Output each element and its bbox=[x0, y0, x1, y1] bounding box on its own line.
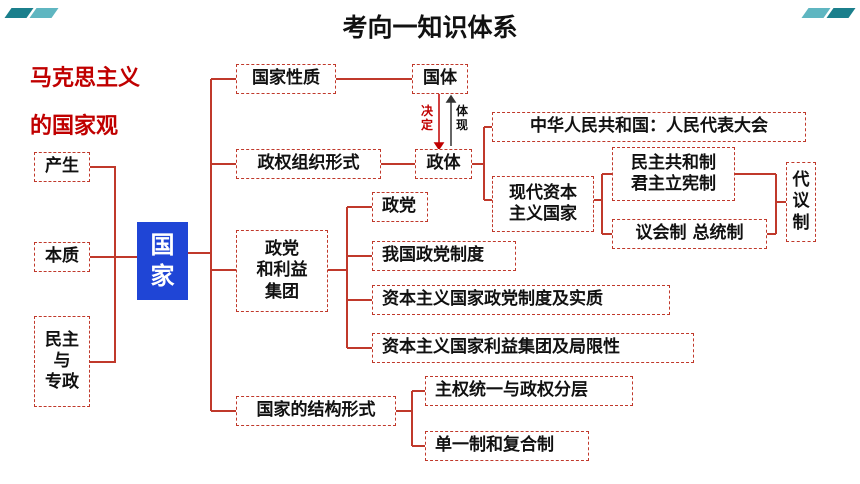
box-structure-item-1: 主权统一与政权分层 bbox=[425, 376, 633, 406]
minzhu-line-1: 民主 bbox=[45, 329, 79, 350]
box-party-item-3: 资本主义国家政党制度及实质 bbox=[372, 285, 670, 315]
center-guojia: 国 家 bbox=[137, 222, 188, 300]
box-guoti: 国体 bbox=[412, 64, 468, 94]
gonghe-line-1: 民主共和制 bbox=[631, 152, 716, 173]
center-char-2: 家 bbox=[150, 262, 175, 290]
daiyi-char-1: 代 bbox=[792, 170, 810, 191]
xiandai-line-2: 主义国家 bbox=[509, 204, 577, 224]
jueding-char-2: 定 bbox=[421, 118, 434, 133]
box-party-item-4: 资本主义国家利益集团及局限性 bbox=[372, 333, 694, 363]
box-structure-item-2: 单一制和复合制 bbox=[425, 431, 589, 461]
box-jiegou-xingshi: 国家的结构形式 bbox=[236, 396, 396, 426]
zhengdang-line-2: 和利益 bbox=[256, 260, 308, 281]
minzhu-line-3: 专政 bbox=[45, 372, 79, 393]
xiandai-line-1: 现代资本 bbox=[509, 182, 577, 203]
box-xiandai-ziben: 现代资本 主义国家 bbox=[492, 176, 594, 232]
label-jueding: 决 定 bbox=[421, 104, 433, 133]
zhengdang-line-1: 政党 bbox=[265, 239, 299, 260]
box-benzhi: 本质 bbox=[34, 242, 90, 272]
box-zhengquan-zuzhi: 政权组织形式 bbox=[236, 149, 381, 179]
box-chansheng: 产生 bbox=[34, 152, 90, 182]
zhengdang-line-3: 集团 bbox=[265, 281, 299, 302]
page-title: 考向一知识体系 bbox=[342, 13, 518, 42]
label-tixian: 体 现 bbox=[456, 104, 468, 133]
center-char-1: 国 bbox=[150, 230, 175, 259]
tixian-char-1: 体 bbox=[456, 104, 469, 118]
box-minzhu-zhuanzheng: 民主 与 专政 bbox=[34, 316, 90, 407]
box-yihui-zongtong: 议会制 总统制 bbox=[612, 219, 767, 249]
heading-line-1: 马克思主义 bbox=[30, 66, 141, 91]
tixian-char-2: 现 bbox=[456, 118, 469, 133]
box-guojia-xingzhi: 国家性质 bbox=[236, 64, 336, 94]
minzhu-line-2: 与 bbox=[53, 350, 71, 371]
box-party-item-1: 政党 bbox=[372, 192, 428, 222]
daiyi-char-3: 制 bbox=[792, 212, 810, 233]
heading-line-2: 的国家观 bbox=[30, 114, 119, 139]
jueding-char-1: 决 bbox=[421, 104, 434, 118]
box-daiyi: 代 议 制 bbox=[786, 162, 816, 242]
box-zhonghua: 中华人民共和国：人民代表大会 bbox=[492, 112, 806, 142]
gonghe-line-2: 君主立宪制 bbox=[631, 174, 716, 194]
box-minzhu-gonghe: 民主共和制 君主立宪制 bbox=[612, 147, 735, 201]
daiyi-char-2: 议 bbox=[792, 191, 810, 212]
box-party-item-2: 我国政党制度 bbox=[372, 241, 516, 271]
box-zhengdang-liyi: 政党 和利益 集团 bbox=[236, 230, 328, 312]
box-zhengti: 政体 bbox=[415, 149, 472, 179]
